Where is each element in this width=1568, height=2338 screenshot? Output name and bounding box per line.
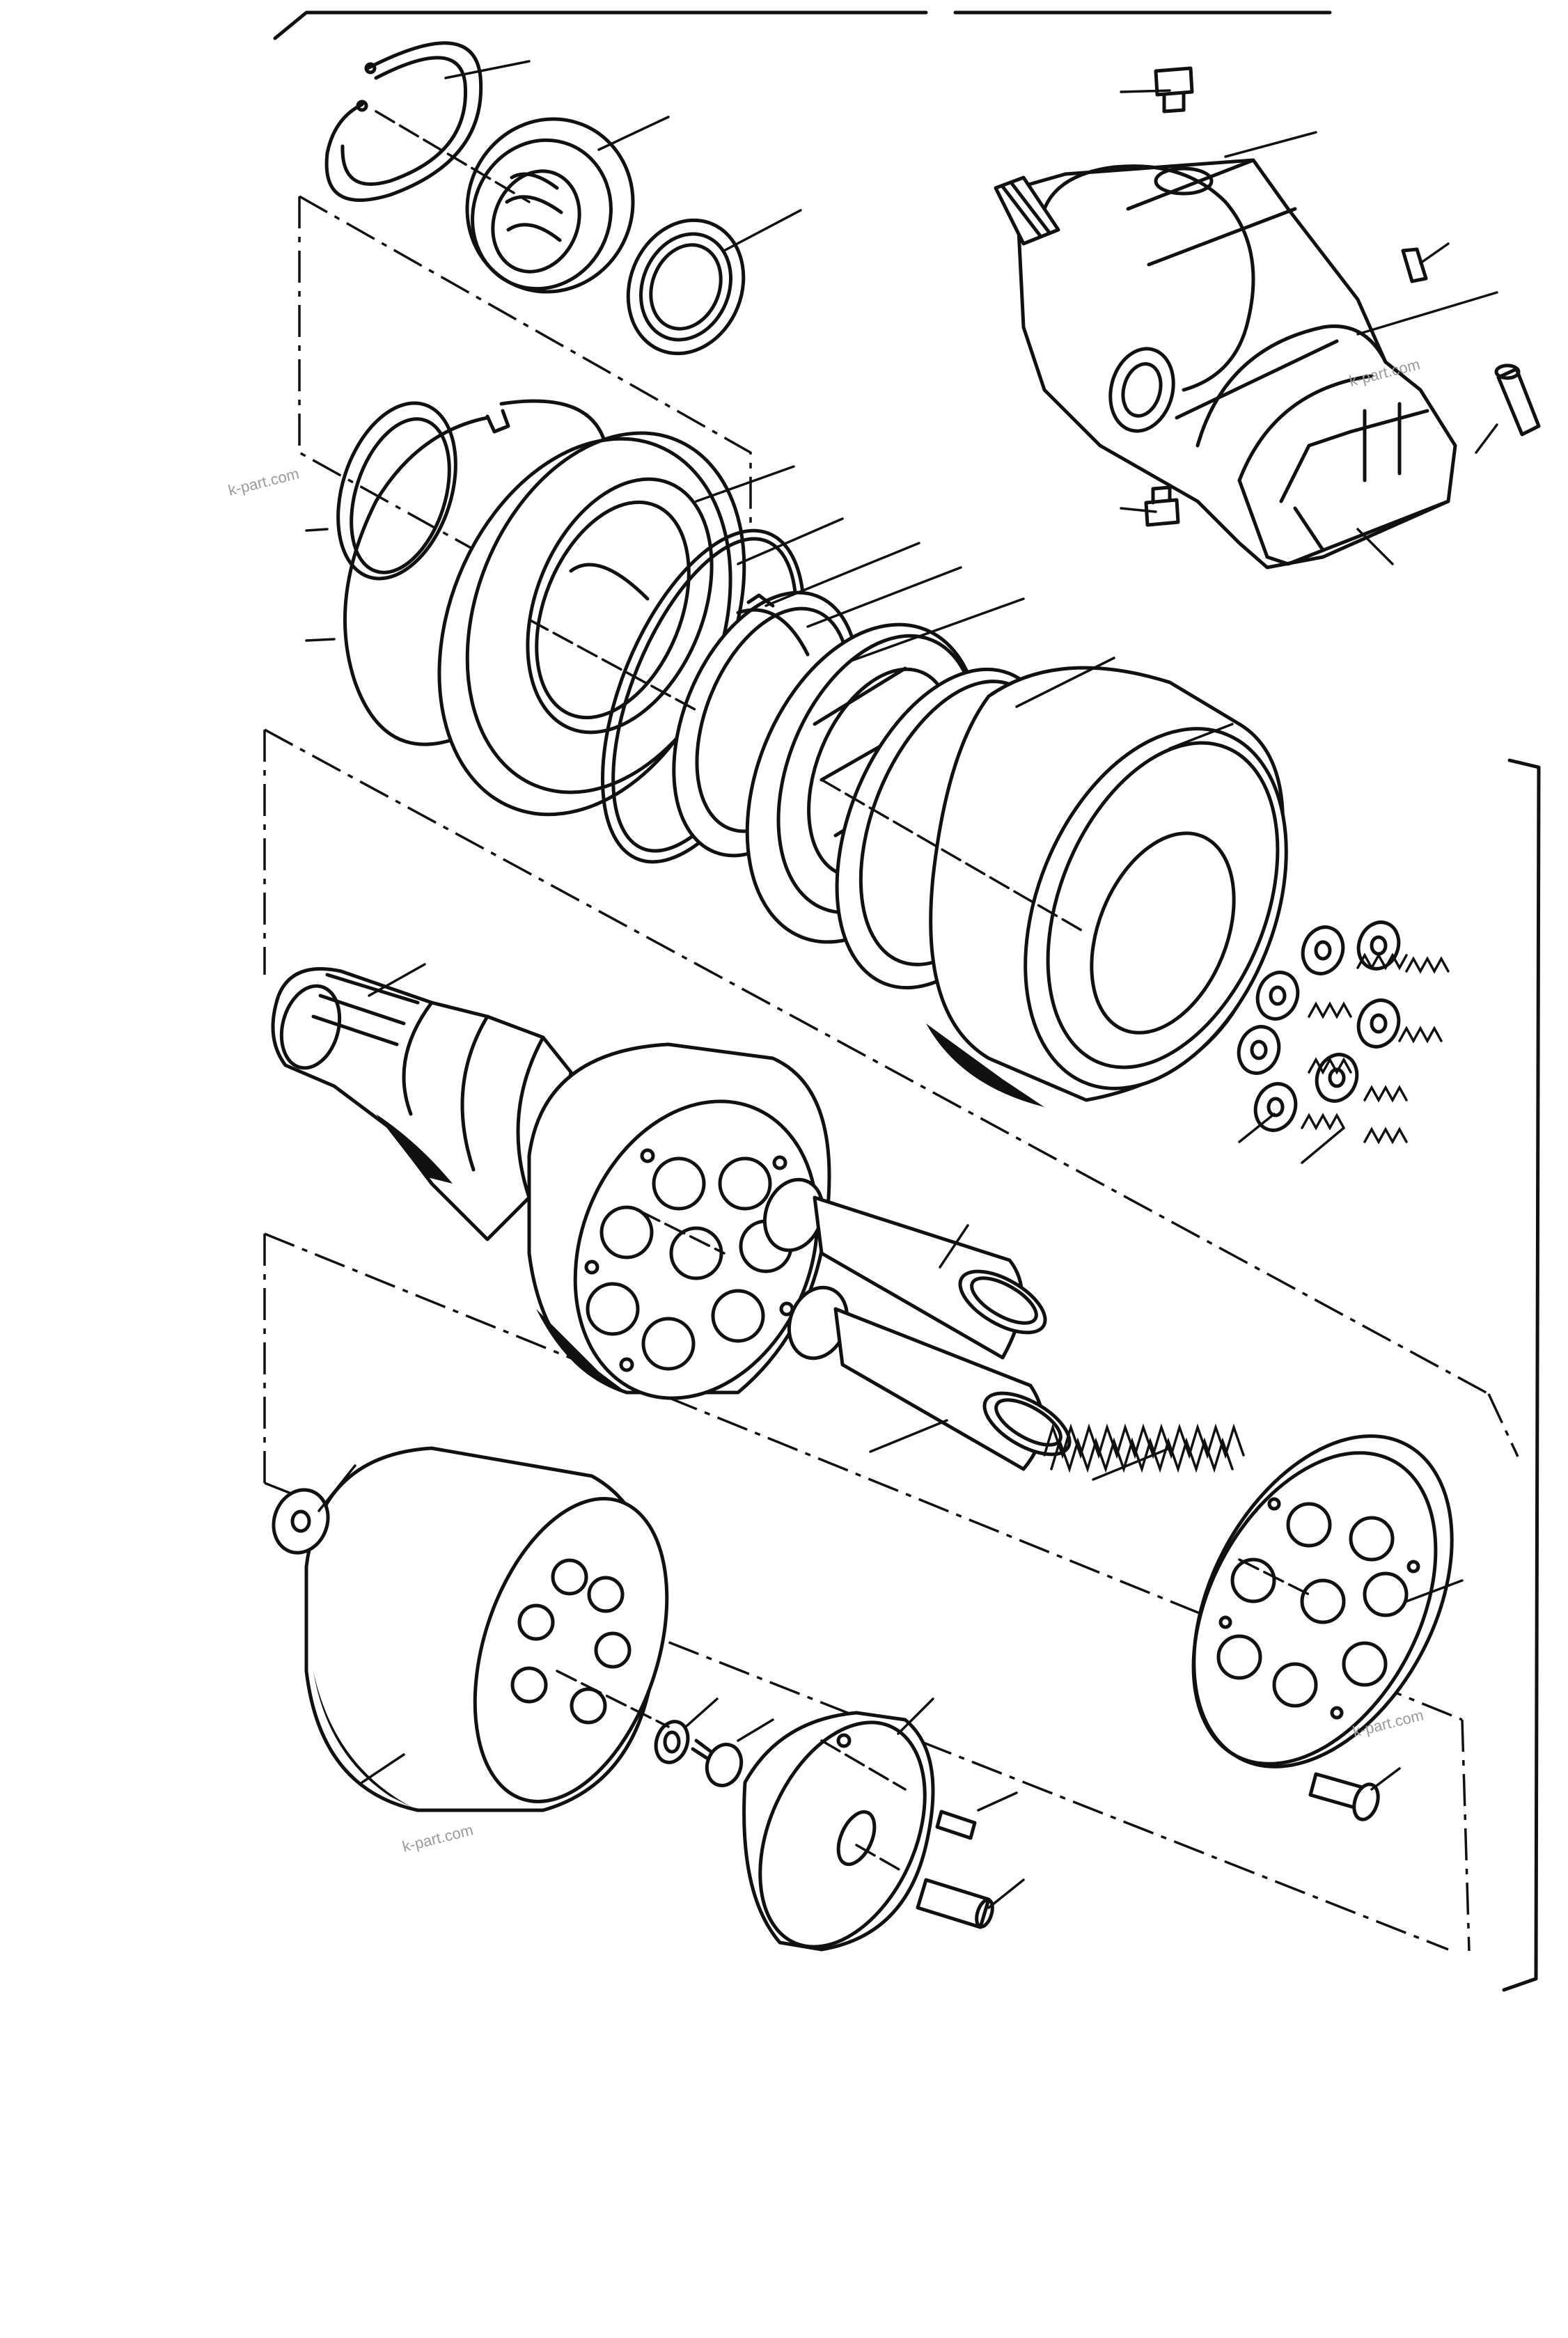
watermark-bottom-left: k-part.com bbox=[400, 1821, 475, 1855]
piston-retainer-plate bbox=[1191, 1434, 1454, 1768]
snap-ring-top bbox=[324, 41, 483, 202]
seal-washer-small bbox=[654, 1720, 690, 1764]
plug-screw-top bbox=[1154, 66, 1194, 113]
o-ring-left bbox=[336, 401, 457, 581]
thrust-washer-left bbox=[272, 1488, 330, 1555]
center-spring bbox=[1043, 1423, 1245, 1473]
cylinder-barrel bbox=[304, 1446, 669, 1812]
watermark-left: k-part.com bbox=[226, 464, 301, 499]
spring-set-coils bbox=[1301, 952, 1450, 1145]
valve-plate bbox=[742, 1711, 935, 1952]
bearing-race-top bbox=[465, 117, 635, 294]
drive-shaft bbox=[271, 967, 573, 1241]
cylinder-block bbox=[527, 1042, 831, 1400]
motor-housing-assembly bbox=[994, 158, 1457, 570]
swash-plate bbox=[926, 666, 1288, 1107]
cap-screw-right bbox=[1494, 363, 1541, 437]
leader-lines bbox=[305, 60, 1498, 1909]
cap-screw-lower bbox=[1308, 1772, 1380, 1821]
plug-screw-bottom bbox=[1144, 485, 1180, 527]
oil-seal bbox=[626, 218, 746, 356]
sleeve-pin-lower bbox=[916, 1878, 994, 1929]
dowel-pin-lower bbox=[935, 1810, 977, 1840]
assembly-axis-lines bbox=[375, 110, 1310, 1874]
check-valve bbox=[691, 1739, 744, 1787]
piston-upper bbox=[762, 1177, 1047, 1360]
frame-right-bracket bbox=[1502, 758, 1541, 1992]
dowel-pin-right bbox=[1401, 247, 1428, 283]
frame-top-border bbox=[273, 10, 1332, 40]
